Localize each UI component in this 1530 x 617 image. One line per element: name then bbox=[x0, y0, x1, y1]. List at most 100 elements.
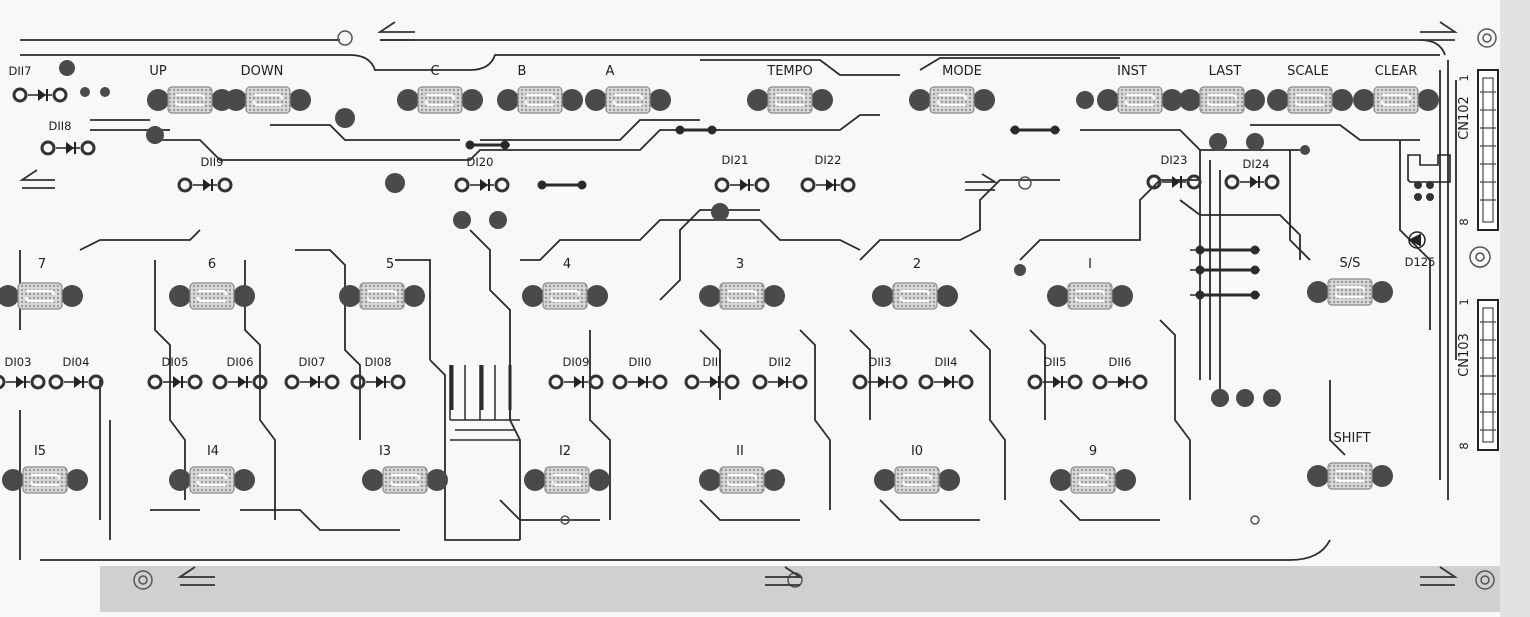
diode-d109: DI09 bbox=[548, 355, 604, 390]
diode-d113: DII3 bbox=[852, 355, 908, 390]
key-label: 6 bbox=[208, 257, 216, 272]
key-k4: 4 bbox=[522, 257, 608, 310]
solder-pad bbox=[1307, 465, 1329, 487]
key-k12: I2 bbox=[524, 444, 610, 494]
key-down: DOWN bbox=[225, 64, 311, 114]
diode-label: DI21 bbox=[722, 153, 749, 167]
diode-d124: DI24 bbox=[1224, 157, 1280, 190]
trace-outline bbox=[19, 39, 1457, 561]
key-label: I5 bbox=[34, 444, 46, 459]
solder-pad bbox=[800, 177, 816, 193]
connector-pin-label: 1 bbox=[1457, 74, 1471, 81]
diode-label-d125: D125 bbox=[1405, 255, 1436, 269]
arrow-right-icon bbox=[1420, 566, 1458, 586]
diode-symbol bbox=[574, 376, 582, 388]
key-b: B bbox=[497, 64, 583, 114]
solder-pad bbox=[524, 469, 546, 491]
diode-symbol bbox=[1053, 376, 1061, 388]
key-label: DOWN bbox=[241, 64, 284, 79]
arrow-left-icon bbox=[377, 21, 415, 41]
key-k7: 7 bbox=[0, 257, 83, 310]
solder-pad bbox=[88, 374, 104, 390]
diode-symbol bbox=[710, 376, 718, 388]
key-contact bbox=[719, 466, 765, 494]
diode-label: DII8 bbox=[49, 119, 72, 133]
key-contact bbox=[719, 282, 765, 310]
solder-pad bbox=[588, 469, 610, 491]
direction-arrows bbox=[19, 21, 1458, 586]
solder-pad bbox=[763, 285, 785, 307]
key-contact bbox=[189, 466, 235, 494]
diode-symbol bbox=[826, 179, 834, 191]
solder-pad bbox=[426, 469, 448, 491]
key-label: CLEAR bbox=[1375, 64, 1417, 79]
key-mode: MODE bbox=[909, 64, 995, 114]
solder-pad bbox=[225, 89, 247, 111]
key-k15: I5 bbox=[2, 444, 88, 494]
solder-pad bbox=[40, 140, 56, 156]
key-contact bbox=[22, 466, 68, 494]
solder-pad bbox=[840, 177, 856, 193]
solder-pad bbox=[684, 374, 700, 390]
key-contact bbox=[605, 86, 651, 114]
connector-label-cn103: CN103 bbox=[1457, 333, 1472, 377]
key-contact bbox=[1199, 86, 1245, 114]
key-label: C bbox=[430, 64, 439, 79]
solder-pad bbox=[792, 374, 808, 390]
diode-symbol bbox=[238, 376, 246, 388]
key-label: 3 bbox=[736, 257, 744, 272]
solder-pad bbox=[872, 285, 894, 307]
solder-pad bbox=[66, 469, 88, 491]
solder-pad bbox=[1179, 89, 1201, 111]
solder-pad bbox=[892, 374, 908, 390]
diode-symbol bbox=[74, 376, 82, 388]
key-contact bbox=[892, 282, 938, 310]
diode-label: DI22 bbox=[815, 153, 842, 167]
key-tempo: TEMPO bbox=[747, 64, 833, 114]
solder-pad bbox=[522, 285, 544, 307]
key-scale: SCALE bbox=[1267, 64, 1353, 114]
solder-pad bbox=[397, 89, 419, 111]
diode-label: DI04 bbox=[63, 355, 90, 369]
solder-pad bbox=[1027, 374, 1043, 390]
jumper-links bbox=[450, 125, 1260, 410]
solder-pad bbox=[324, 374, 340, 390]
diode-symbol bbox=[66, 142, 74, 154]
solder-pad bbox=[1132, 374, 1148, 390]
solder-pad bbox=[30, 374, 46, 390]
diode-symbol bbox=[778, 376, 786, 388]
solder-pad bbox=[1047, 285, 1069, 307]
key-contact bbox=[167, 86, 213, 114]
diode-d118: DII8 bbox=[40, 119, 96, 156]
diode-symbol bbox=[1172, 176, 1180, 188]
diode-d115: DII5 bbox=[1027, 355, 1083, 390]
diode-d110: DII0 bbox=[612, 355, 668, 390]
solder-pad bbox=[147, 374, 163, 390]
diode-label: DI07 bbox=[299, 355, 326, 369]
key-k2: 2 bbox=[872, 257, 958, 310]
solder-pad bbox=[874, 469, 896, 491]
ground-plane-bottom bbox=[100, 566, 1500, 612]
solder-pad bbox=[699, 469, 721, 491]
key-label: SHIFT bbox=[1333, 431, 1370, 446]
key-contact bbox=[417, 86, 463, 114]
solder-pad bbox=[652, 374, 668, 390]
solder-pad bbox=[1331, 89, 1353, 111]
solder-pad bbox=[187, 374, 203, 390]
key-contact bbox=[894, 466, 940, 494]
connector-pin-label: 8 bbox=[1457, 218, 1471, 225]
solder-pad bbox=[177, 177, 193, 193]
diode-d108: DI08 bbox=[350, 355, 406, 390]
solder-pad bbox=[958, 374, 974, 390]
solder-pad bbox=[747, 89, 769, 111]
solder-pad bbox=[752, 374, 768, 390]
solder-pad bbox=[339, 285, 361, 307]
solder-pad bbox=[284, 374, 300, 390]
diode-symbol bbox=[480, 179, 488, 191]
key-k13: I3 bbox=[362, 444, 448, 494]
key-label: LAST bbox=[1209, 64, 1242, 79]
mounting-hole bbox=[1475, 570, 1495, 590]
key-k3: 3 bbox=[699, 257, 785, 310]
key-label: I bbox=[1088, 257, 1092, 272]
key-contact bbox=[1070, 466, 1116, 494]
